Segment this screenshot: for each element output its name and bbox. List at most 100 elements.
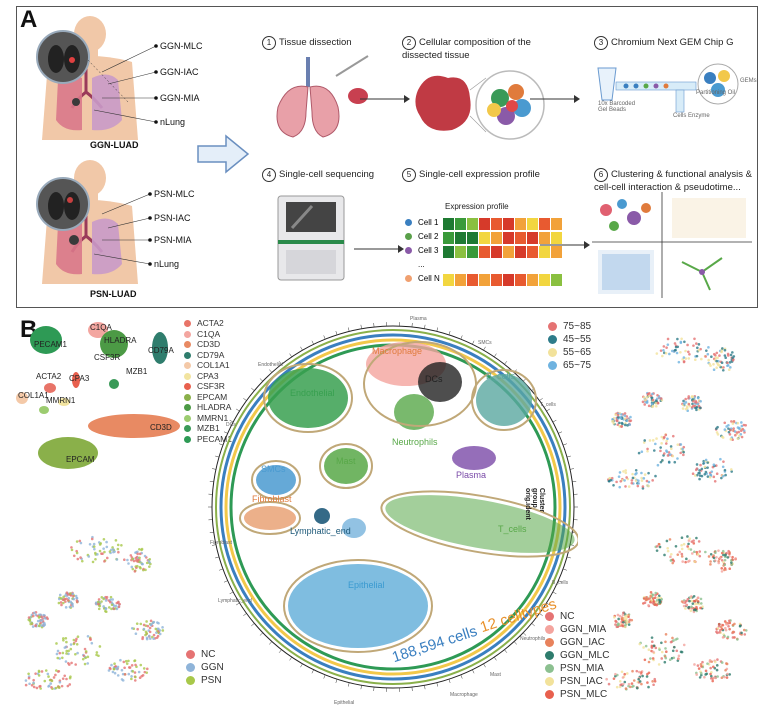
marker-label: CD3D <box>150 423 172 432</box>
ring-label: Plasma <box>410 316 427 322</box>
marker-legend: ACTA2 C1QA CD3D CD79A COL1A1 CPA3 CSF3R … <box>184 318 232 444</box>
ring-label: Macrophage <box>450 692 478 698</box>
legend-item: CD3D <box>184 339 232 350</box>
legend-item: NC <box>186 648 224 661</box>
psn-mia-label: PSN-MIA <box>154 235 192 245</box>
ring-label: Epithelial <box>334 700 355 706</box>
cell-label-row: Cell 1 <box>405 218 440 232</box>
legend-dot-icon <box>186 675 195 685</box>
arrow-icon <box>540 241 590 249</box>
legend-dot-icon <box>545 611 554 621</box>
legend-item: CD79A <box>184 350 232 361</box>
psn-luad-title: PSN-LUAD <box>90 289 137 299</box>
legend-item: PECAM1 <box>184 434 232 445</box>
legend-item: PSN_IAC <box>545 675 609 688</box>
cell-label-row: Cell 3 <box>405 246 440 260</box>
legend-dot-icon <box>548 334 557 344</box>
group-umap <box>24 535 165 691</box>
analysis-thumbnails <box>592 192 752 298</box>
legend-item: COL1A1 <box>184 360 232 371</box>
celltype-label: Mast <box>336 456 356 466</box>
legend-item: GGN_MLC <box>545 649 609 662</box>
legend-dot-icon <box>548 360 557 370</box>
cell-label-row: ... <box>418 260 425 269</box>
ring-label: Lymphatic_end <box>218 598 252 604</box>
orig-ident-umap <box>605 535 748 691</box>
ring-label: SMCs <box>478 340 492 346</box>
tissue-dissection-icon <box>276 55 369 138</box>
legend-item: GGN_MIA <box>545 623 609 636</box>
cell-label-row: Cell 2 <box>405 232 440 246</box>
ring-label: DCs <box>226 422 236 428</box>
legend-dot-icon <box>184 320 191 328</box>
ggn-mia-label: GGN-MIA <box>160 93 200 103</box>
legend-item: GGN <box>186 661 224 674</box>
legend-item: EPCAM <box>184 392 232 403</box>
legend-item: ACTA2 <box>184 318 232 329</box>
partitioning-oil-label: Partitioning Oil <box>696 90 736 96</box>
marker-label: EPCAM <box>66 455 95 464</box>
legend-dot-icon <box>184 372 191 380</box>
celltype-circular-umap <box>208 322 578 692</box>
legend-dot-icon <box>184 414 191 422</box>
ring-label: Endothelial <box>258 362 283 368</box>
cell-dot-icon <box>405 219 412 227</box>
sequencer-icon <box>277 195 345 281</box>
legend-item: 65~75 <box>548 359 591 372</box>
marker-label: MMRN1 <box>46 396 76 405</box>
legend-dot-icon <box>545 663 554 673</box>
ggn-iac-label: GGN-IAC <box>160 67 199 77</box>
psn-nlung-label: nLung <box>154 259 180 269</box>
chromium-chip-icon <box>597 63 739 113</box>
legend-item: MZB1 <box>184 423 232 434</box>
ring-label: Fibroblast <box>210 540 232 546</box>
celltype-label: Lymphatic_end <box>290 526 351 536</box>
legend-item: PSN_MLC <box>545 688 609 701</box>
ring-label: Neutrophils <box>520 636 546 642</box>
marker-label: C1QA <box>90 323 112 332</box>
legend-dot-icon <box>184 435 191 443</box>
arrow-icon <box>530 95 580 103</box>
legend-item: 45~55 <box>548 333 591 346</box>
age-legend: 75~85 45~55 55~65 65~75 <box>548 320 591 372</box>
orig-ident-legend: NC GGN_MIA GGN_IAC GGN_MLC PSN_MIA PSN_I… <box>545 610 609 701</box>
legend-item: MMRN1 <box>184 413 232 424</box>
cell-dot-icon <box>405 233 412 241</box>
legend-dot-icon <box>545 624 554 634</box>
ring-label: B_cells <box>552 580 569 586</box>
panel-a-letter: A <box>20 6 38 33</box>
legend-dot-icon <box>548 347 557 357</box>
ring-label: Mast <box>490 672 501 678</box>
legend-dot-icon <box>186 649 195 659</box>
arrow-icon <box>354 245 404 253</box>
legend-dot-icon <box>545 676 554 686</box>
workflow-arrow-icon <box>197 134 250 174</box>
legend-dot-icon <box>184 383 191 391</box>
legend-item: CSF3R <box>184 381 232 392</box>
legend-item: HLADRA <box>184 402 232 413</box>
marker-label: COL1A1 <box>18 391 49 400</box>
cell-row-labels: Cell 1 Cell 2 Cell 3 ... Cell N <box>405 218 440 288</box>
legend-item: C1QA <box>184 329 232 340</box>
legend-dot-icon <box>184 362 191 370</box>
legend-dot-icon <box>548 321 557 331</box>
marker-label: CD79A <box>148 346 174 355</box>
legend-item: PSN <box>186 674 224 687</box>
marker-label: ACTA2 <box>36 372 62 381</box>
marker-label: PECAM1 <box>34 340 67 349</box>
ggn-luad-title: GGN-LUAD <box>90 140 139 150</box>
celltype-label: DCs <box>425 374 443 384</box>
legend-item: PSN_MIA <box>545 662 609 675</box>
celltype-label: Plasma <box>456 470 487 480</box>
cells-enzyme-label: Cells Enzyme <box>673 113 710 119</box>
legend-dot-icon <box>184 404 191 412</box>
arrow-icon <box>360 95 410 103</box>
ggn-mlc-label: GGN-MLC <box>160 41 203 51</box>
legend-dot-icon <box>545 689 554 699</box>
legend-dot-icon <box>545 650 554 660</box>
age-umap <box>607 337 748 490</box>
